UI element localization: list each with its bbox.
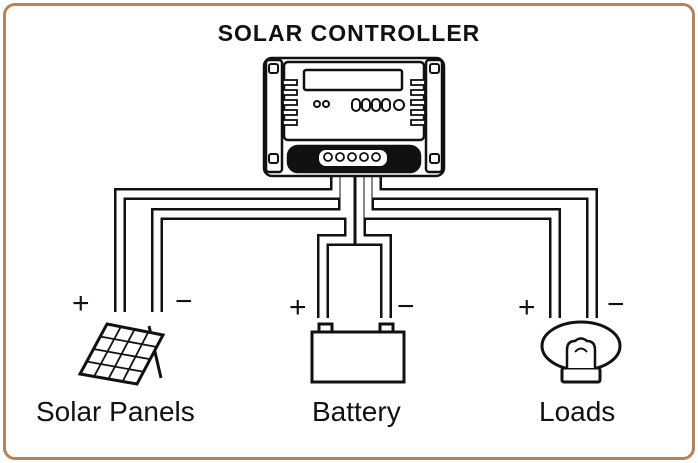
- solar-panels-plus-sign: +: [72, 287, 90, 320]
- wires: [114, 163, 598, 320]
- lightbulb-icon: [540, 320, 622, 384]
- indicator-led: [322, 100, 330, 108]
- terminal-screw: [347, 152, 357, 162]
- controller-display: [302, 68, 404, 92]
- controller-button: [351, 98, 361, 112]
- vent-slots-right: [410, 79, 426, 126]
- loads-minus-sign: −: [607, 288, 625, 321]
- battery-body: [310, 330, 406, 384]
- battery-minus-sign: −: [397, 290, 415, 323]
- terminal-screw: [359, 152, 369, 162]
- terminal-screw: [335, 152, 345, 162]
- battery-label: Battery: [312, 396, 401, 427]
- controller-mount-left: [264, 58, 284, 174]
- loads-plus-sign: +: [518, 291, 536, 324]
- battery-plus-sign: +: [289, 291, 307, 324]
- battery-icon: [310, 322, 406, 384]
- solar-panel-icon: [77, 322, 166, 386]
- controller-button: [371, 98, 381, 112]
- solar-panels-label: Solar Panels: [36, 396, 195, 427]
- controller-mount-right: [424, 58, 444, 174]
- controller-button: [381, 98, 391, 112]
- loads-label: Loads: [539, 396, 616, 427]
- vent-slots-left: [282, 79, 298, 126]
- solar-panels-minus-sign: −: [175, 285, 193, 318]
- controller-knob: [393, 99, 405, 111]
- controller-button: [361, 98, 371, 112]
- diagram-title: SOLAR CONTROLLER: [217, 20, 481, 46]
- solar-controller: [262, 56, 446, 178]
- terminal-screw: [371, 152, 381, 162]
- indicator-led: [313, 100, 321, 108]
- terminal-screw: [323, 152, 333, 162]
